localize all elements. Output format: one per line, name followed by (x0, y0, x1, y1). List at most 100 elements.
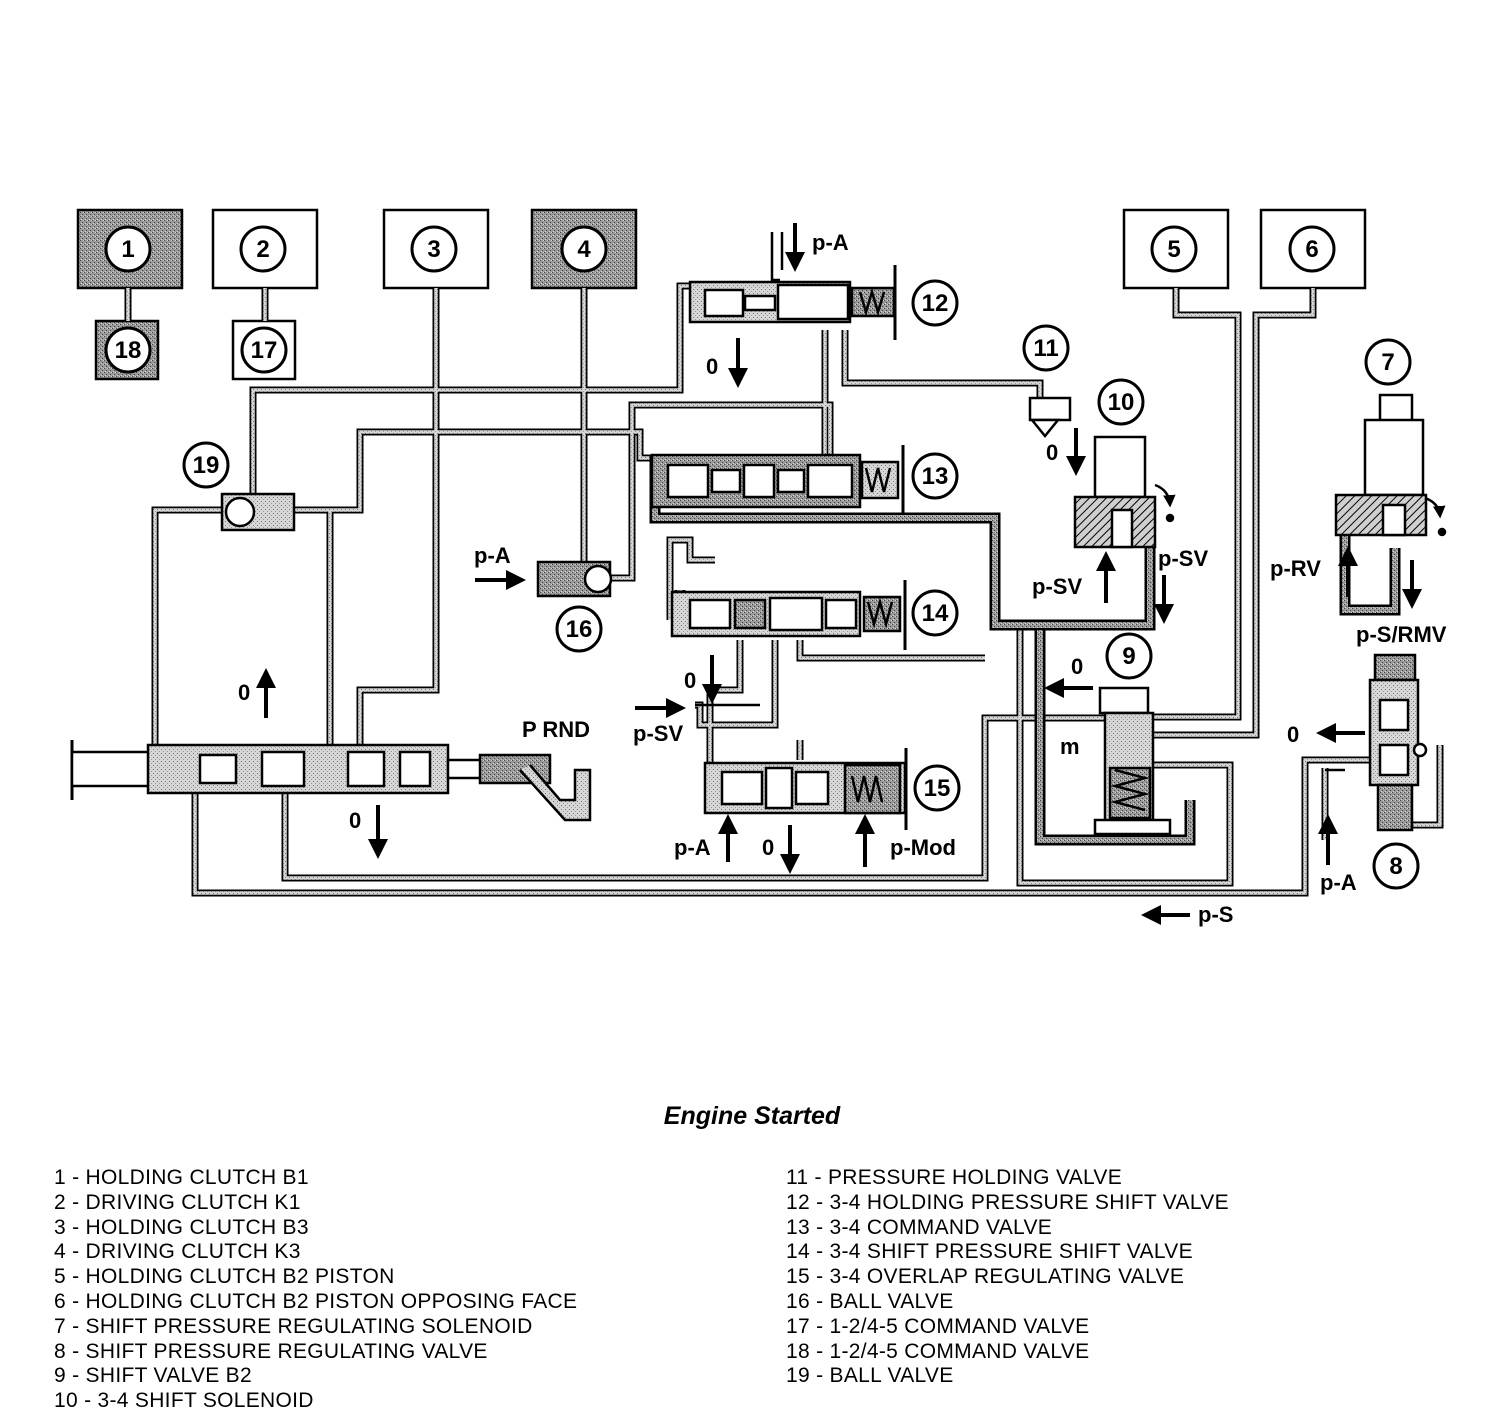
label-p-rv: p-RV (1270, 556, 1321, 581)
callout-17: 17 (240, 326, 288, 374)
hydraulic-lines (124, 232, 1444, 897)
label-p-a-15: p-A (674, 835, 711, 860)
svg-text:7: 7 (1381, 349, 1394, 376)
svg-text:19: 19 (193, 452, 220, 479)
svg-text:15: 15 (924, 775, 951, 802)
label-p-a-16: p-A (474, 543, 511, 568)
label-exhaust-manual-up: 0 (238, 680, 250, 705)
svg-text:5: 5 (1167, 236, 1180, 263)
label-exhaust-11: 0 (1046, 440, 1058, 465)
valve-12-body (688, 265, 897, 340)
label-exhaust-15: 0 (762, 835, 774, 860)
callout-11: 11 (1022, 324, 1070, 372)
label-exhaust-8: 0 (1287, 722, 1299, 747)
label-exhaust-14: 0 (684, 668, 696, 693)
legend-item: 15 - 3-4 OVERLAP REGULATING VALVE (786, 1265, 1185, 1289)
label-p-a-8: p-A (1320, 870, 1357, 895)
shift-valve-9-body (1093, 686, 1172, 836)
svg-text:13: 13 (922, 463, 949, 490)
legend-item: 17 - 1-2/4-5 COMMAND VALVE (786, 1314, 1090, 1338)
svg-text:3: 3 (427, 236, 440, 263)
svg-text:16: 16 (566, 616, 593, 643)
callout-3: 3 (410, 225, 458, 273)
svg-text:11: 11 (1033, 335, 1058, 362)
svg-text:8: 8 (1389, 853, 1402, 880)
component-numbers: 1 2 3 4 5 6 7 8 9 10 11 12 13 14 15 16 1… (104, 225, 1420, 890)
legend-item: 9 - SHIFT VALVE B2 (54, 1364, 252, 1388)
diagram-caption: Engine Started (663, 1102, 841, 1130)
solenoid-7-body (1334, 393, 1447, 537)
label-p-s: p-S (1198, 902, 1233, 927)
legend-item: 3 - HOLDING CLUTCH B3 (54, 1215, 309, 1239)
label-p-a-top: p-A (812, 230, 849, 255)
svg-text:6: 6 (1305, 236, 1318, 263)
pressure-labels: p-A 0 0 p-A 0 p-SV 0 0 P RND p-A 0 p-Mod… (238, 230, 1447, 927)
svg-text:12: 12 (922, 290, 949, 317)
label-exhaust-12: 0 (706, 354, 718, 379)
ball-valve-19-body (220, 492, 296, 532)
callout-1: 1 (104, 225, 152, 273)
callout-12: 12 (911, 279, 959, 327)
label-exhaust-9: 0 (1071, 654, 1083, 679)
legend-item: 14 - 3-4 SHIFT PRESSURE SHIFT VALVE (786, 1240, 1193, 1264)
callout-7: 7 (1364, 338, 1412, 386)
legend-item: 2 - DRIVING CLUTCH K1 (54, 1190, 301, 1214)
legend-item: 1 - HOLDING CLUTCH B1 (54, 1166, 309, 1189)
svg-text:18: 18 (115, 337, 142, 364)
svg-text:2: 2 (256, 236, 269, 263)
callout-18: 18 (104, 326, 152, 374)
callout-19: 19 (182, 441, 230, 489)
label-gear-positions: P RND (522, 717, 590, 742)
callout-10: 10 (1097, 378, 1145, 426)
label-exhaust-manual-down: 0 (349, 808, 361, 833)
legend-item: 10 - 3-4 SHIFT SOLENOID (54, 1389, 314, 1413)
legend-item: 11 - PRESSURE HOLDING VALVE (786, 1166, 1123, 1189)
flow-arrows (256, 223, 1422, 925)
label-p-sv-left: p-SV (633, 721, 683, 746)
legend-item: 5 - HOLDING CLUTCH B2 PISTON (54, 1265, 395, 1289)
label-m: m (1060, 734, 1080, 759)
legend-item: 18 - 1-2/4-5 COMMAND VALVE (786, 1339, 1090, 1363)
svg-text:17: 17 (251, 337, 278, 364)
legend-item: 16 - BALL VALVE (786, 1289, 954, 1313)
svg-text:1: 1 (121, 236, 134, 263)
callout-4: 4 (560, 225, 608, 273)
callout-9: 9 (1105, 632, 1153, 680)
svg-text:14: 14 (922, 600, 949, 627)
legend-item: 19 - BALL VALVE (786, 1364, 954, 1388)
svg-text:4: 4 (577, 236, 591, 263)
legend-item: 12 - 3-4 HOLDING PRESSURE SHIFT VALVE (786, 1190, 1229, 1214)
callout-8: 8 (1372, 842, 1420, 890)
svg-text:9: 9 (1122, 643, 1135, 670)
valve-13-body (650, 445, 905, 515)
callout-14: 14 (911, 589, 959, 637)
ball-valve-16-body (536, 560, 613, 598)
callout-5: 5 (1150, 225, 1198, 273)
solenoid-10-body (1073, 435, 1176, 549)
label-p-mod: p-Mod (890, 835, 956, 860)
regulating-valve-8-body (1368, 653, 1428, 832)
callout-2: 2 (239, 225, 287, 273)
valve-11-body (1028, 396, 1072, 438)
valve-bodies (70, 265, 1447, 836)
callout-6: 6 (1288, 225, 1336, 273)
valve-14-body (670, 580, 907, 650)
callout-15: 15 (913, 764, 961, 812)
label-p-s-rmv: p-S/RMV (1356, 622, 1447, 647)
svg-text:10: 10 (1108, 389, 1135, 416)
component-boxes (76, 208, 1367, 381)
manual-valve-body (70, 740, 592, 822)
legend-item: 8 - SHIFT PRESSURE REGULATING VALVE (54, 1339, 488, 1363)
legend-item: 7 - SHIFT PRESSURE REGULATING SOLENOID (54, 1314, 533, 1338)
callout-13: 13 (911, 452, 959, 500)
valve-15-body (703, 748, 908, 830)
legend-item: 4 - DRIVING CLUTCH K3 (54, 1240, 301, 1264)
legend-item: 13 - 3-4 COMMAND VALVE (786, 1215, 1053, 1239)
label-p-sv-down: p-SV (1158, 546, 1208, 571)
callout-16: 16 (555, 605, 603, 653)
legend-item: 6 - HOLDING CLUTCH B2 PISTON OPPOSING FA… (54, 1289, 578, 1313)
label-p-sv-up: p-SV (1032, 574, 1082, 599)
